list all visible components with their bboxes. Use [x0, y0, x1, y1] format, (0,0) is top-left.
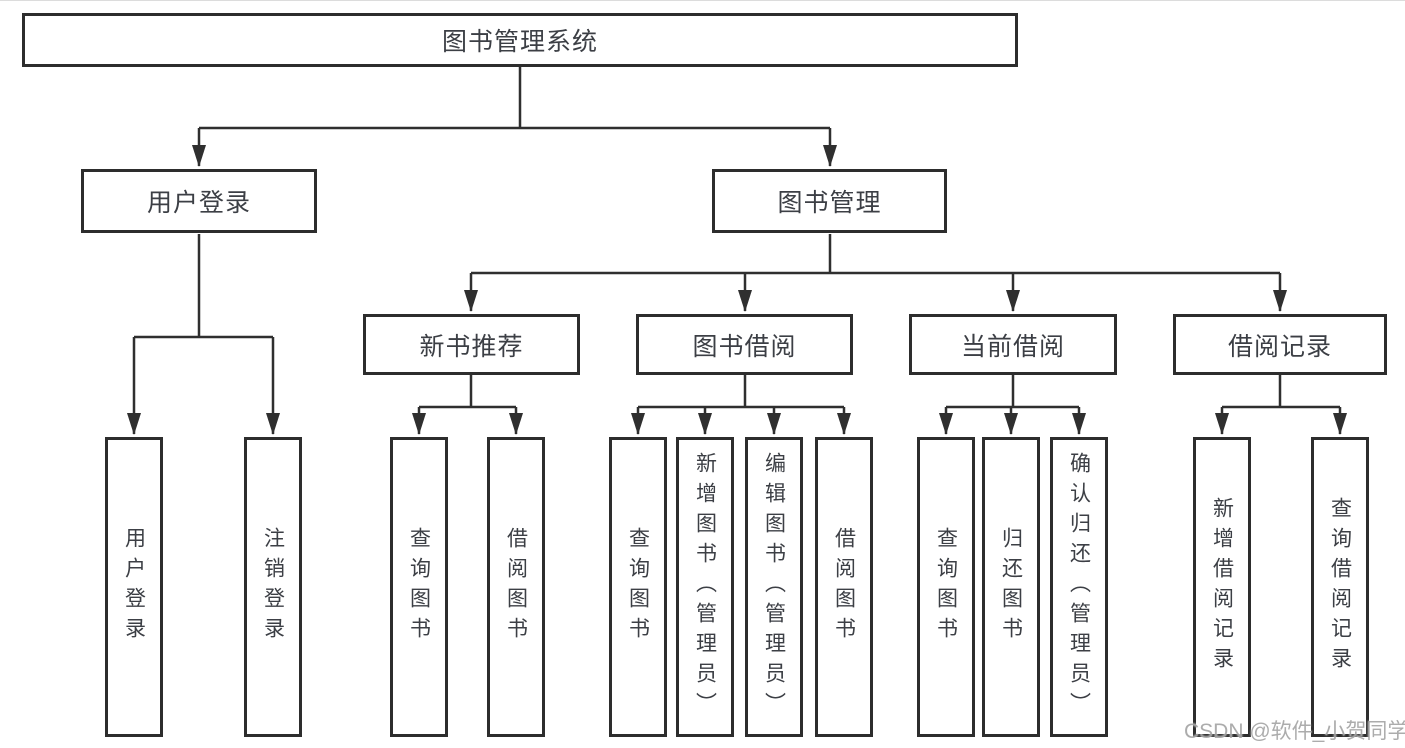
- leaf-label: 借阅图书: [504, 527, 528, 647]
- node-borrowing-records: 借阅记录: [1173, 314, 1387, 375]
- leaf-borrow-books-recommend: 借阅图书: [487, 437, 545, 737]
- leaf-label: 查询借阅记录: [1328, 497, 1352, 677]
- leaf-user-login: 用户登录: [105, 437, 163, 737]
- leaf-label: 借阅图书: [832, 527, 856, 647]
- leaf-label: 新增借阅记录: [1210, 497, 1234, 677]
- leaf-label: 查询图书: [626, 527, 650, 647]
- node-label: 图书借阅: [692, 332, 797, 361]
- leaf-add-borrow-record: 新增借阅记录: [1193, 437, 1251, 737]
- leaf-label: 编辑图书（管理员）: [762, 452, 786, 722]
- leaf-confirm-return-admin: 确认归还（管理员）: [1050, 437, 1108, 737]
- leaf-query-books-recommend: 查询图书: [390, 437, 448, 737]
- leaf-return-book: 归还图书: [982, 437, 1040, 737]
- leaf-edit-book-admin: 编辑图书（管理员）: [745, 437, 803, 737]
- leaf-label: 注销登录: [261, 527, 285, 647]
- connector-arrows: [127, 128, 1347, 435]
- leaf-label: 用户登录: [122, 527, 146, 647]
- node-label: 新书推荐: [419, 332, 524, 361]
- csdn-watermark: CSDN @软件_小贺同学: [1184, 720, 1405, 743]
- leaf-add-book-admin: 新增图书（管理员）: [676, 437, 734, 737]
- leaf-label: 归还图书: [999, 527, 1023, 647]
- leaf-label: 查询图书: [407, 527, 431, 647]
- node-book-management: 图书管理: [712, 169, 947, 233]
- leaf-borrow-books-borrow: 借阅图书: [815, 437, 873, 737]
- node-label: 借阅记录: [1227, 332, 1332, 361]
- leaf-label: 确认归还（管理员）: [1067, 452, 1091, 722]
- leaf-logout: 注销登录: [244, 437, 302, 737]
- node-current-borrowing: 当前借阅: [909, 314, 1117, 375]
- node-label: 用户登录: [146, 189, 251, 217]
- node-label: 当前借阅: [960, 332, 1065, 361]
- node-label: 图书管理系统: [441, 28, 598, 56]
- connector-trunks: [134, 67, 1340, 409]
- node-new-book-recommendation: 新书推荐: [363, 314, 580, 375]
- node-label: 图书管理: [777, 189, 882, 217]
- node-user-login: 用户登录: [81, 169, 317, 233]
- node-book-borrowing: 图书借阅: [636, 314, 853, 375]
- leaf-query-borrow-record: 查询借阅记录: [1311, 437, 1369, 737]
- leaf-query-books-borrow: 查询图书: [609, 437, 667, 737]
- leaf-label: 新增图书（管理员）: [693, 452, 717, 722]
- leaf-query-books-current: 查询图书: [917, 437, 975, 737]
- node-library-management-system: 图书管理系统: [22, 13, 1018, 67]
- leaf-label: 查询图书: [934, 527, 958, 647]
